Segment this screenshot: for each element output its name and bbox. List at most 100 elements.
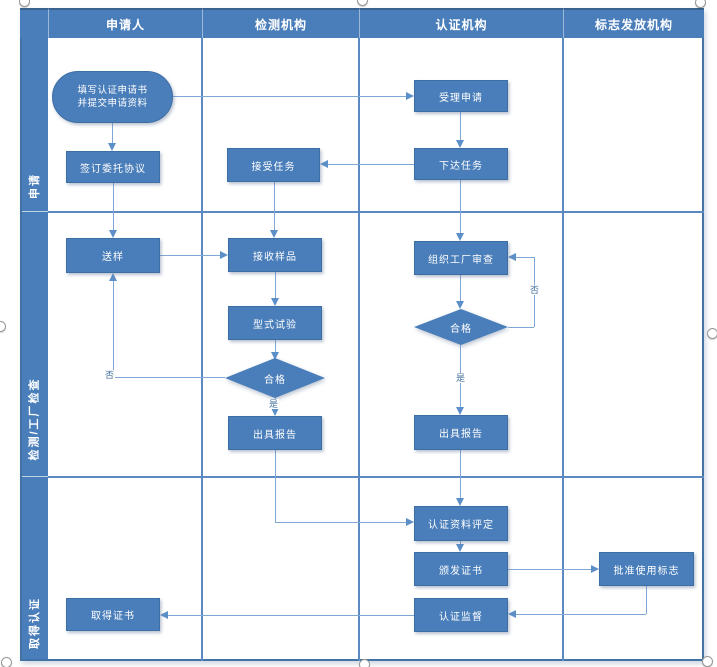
arrowhead	[456, 407, 464, 415]
node-sign-agreement-label: 签订委托协议	[80, 163, 146, 175]
node-obtain-certificate-label: 取得证书	[91, 611, 135, 622]
lane-label-bar	[22, 38, 48, 659]
node-accept-task[interactable]: 接受任务	[227, 148, 320, 182]
edge-label-yes-cert: 是	[455, 373, 467, 383]
edge-report-to-evaluate-v	[275, 450, 276, 522]
edge-fill-to-accept	[172, 96, 406, 97]
edge-accepttask-to-receive	[274, 182, 275, 230]
header-testing-agency-label: 检测机构	[254, 17, 307, 32]
selection-handle-bottom-left[interactable]	[1, 657, 12, 667]
edge-send-to-receive	[160, 255, 220, 256]
arrowhead	[108, 143, 116, 151]
edge-mark-to-supervision-v	[646, 586, 647, 614]
node-approve-mark[interactable]: 批准使用标志	[599, 552, 694, 586]
lane-divider-1-bar	[22, 211, 48, 212]
node-organize-factory-review[interactable]: 组织工厂审查	[414, 241, 508, 275]
edge-fill-to-sign	[112, 123, 113, 143]
arrowhead	[320, 160, 328, 168]
edge-assign-to-review	[460, 180, 461, 233]
lane-testing-factory-inspection-label: 检测/工厂检查	[29, 377, 41, 461]
edge-supervision-to-obtain	[168, 615, 414, 616]
edge-typetest-to-qualified	[275, 340, 276, 352]
column-divider-1	[201, 38, 203, 661]
node-certification-supervision[interactable]: 认证监督	[414, 598, 508, 632]
arrowhead	[109, 273, 117, 281]
edge-receive-to-typetest	[275, 272, 276, 298]
arrowhead	[508, 610, 516, 618]
edge-qualified-no-v	[113, 281, 114, 377]
node-obtain-certificate[interactable]: 取得证书	[66, 598, 160, 631]
header-mark-issuing-agency[interactable]: 标志发放机构	[563, 8, 704, 38]
edge-label-no-test: 否	[104, 370, 116, 380]
node-certification-supervision-label: 认证监督	[439, 611, 483, 623]
qualified-review-diamond: 合格	[414, 309, 508, 345]
lane-obtain-certification[interactable]: 取得认证	[21, 590, 47, 656]
header-applicant[interactable]: 申请人	[48, 8, 202, 38]
edge-assign-to-accepttask	[328, 164, 414, 165]
lane-divider-2	[48, 476, 704, 478]
edge-review-to-qualified	[460, 275, 461, 301]
node-accept-application-label: 受理申请	[439, 92, 483, 104]
arrowhead	[406, 92, 414, 100]
lane-testing-factory-inspection[interactable]: 检测/工厂检查	[21, 364, 47, 474]
node-evaluate-materials[interactable]: 认证资料评定	[414, 506, 508, 541]
arrowhead	[456, 233, 464, 241]
column-divider-2	[358, 38, 360, 661]
arrowhead	[591, 565, 599, 573]
lane-divider-1	[48, 211, 704, 213]
arrowhead	[456, 544, 464, 552]
edge-accept-to-assign	[460, 112, 461, 140]
header-mark-issuing-agency-label: 标志发放机构	[594, 17, 673, 32]
edge-sign-to-send	[113, 183, 114, 230]
node-fill-application-line1: 填写认证申请书	[77, 85, 148, 96]
arrowhead	[109, 230, 117, 238]
arrowhead	[508, 253, 516, 261]
node-qualified-test[interactable]: 合格	[225, 358, 325, 398]
edge-certificate-to-mark	[508, 569, 591, 570]
node-accept-task-label: 接受任务	[251, 161, 296, 173]
node-fill-application[interactable]: 填写认证申请书 并提交申请资料	[52, 71, 173, 123]
node-assign-task-label: 下达任务	[439, 160, 483, 172]
selection-handle-bottom-center[interactable]	[359, 659, 370, 667]
header-certification-agency[interactable]: 认证机构	[359, 8, 563, 38]
arrowhead	[271, 298, 279, 306]
edge-mark-to-supervision-h	[516, 614, 646, 615]
node-organize-factory-review-label: 组织工厂审查	[428, 254, 494, 266]
node-assign-task[interactable]: 下达任务	[414, 148, 508, 180]
selection-handle-middle-left[interactable]	[0, 321, 6, 332]
edge-label-no-review: 否	[529, 285, 541, 295]
node-approve-mark-label: 批准使用标志	[613, 565, 680, 577]
selection-handle-bottom-right[interactable]	[702, 656, 713, 667]
node-receive-sample-label: 接收样品	[253, 251, 297, 263]
header-testing-agency[interactable]: 检测机构	[202, 8, 359, 38]
edge-review-no-h1	[508, 327, 534, 328]
node-qualified-review[interactable]: 合格	[414, 309, 508, 345]
qualified-test-diamond: 合格	[225, 358, 325, 398]
selection-handle-top-center[interactable]	[357, 0, 368, 6]
node-send-sample-label: 送样	[102, 252, 124, 263]
selection-handle-top-right[interactable]	[695, 0, 706, 8]
lane-application-label: 申请	[29, 173, 41, 199]
edge-label-yes-test: 是	[268, 399, 280, 409]
node-receive-sample[interactable]: 接收样品	[228, 238, 322, 272]
arrowhead	[270, 230, 278, 238]
node-evaluate-materials-label: 认证资料评定	[428, 520, 494, 531]
lane-application[interactable]: 申请	[21, 163, 47, 209]
node-accept-application[interactable]: 受理申请	[414, 80, 508, 112]
arrowhead	[406, 518, 414, 526]
selection-handle-top-left[interactable]	[19, 0, 30, 7]
node-issue-report-cert[interactable]: 出具报告	[414, 415, 508, 450]
node-sign-agreement[interactable]: 签订委托协议	[66, 151, 160, 183]
arrowhead	[456, 498, 464, 506]
edge-qualified-no-h	[113, 377, 225, 378]
node-issue-report-cert-label: 出具报告	[439, 429, 483, 440]
arrowhead	[271, 408, 279, 416]
node-send-sample[interactable]: 送样	[66, 238, 160, 273]
node-issue-certificate[interactable]: 颁发证书	[414, 552, 508, 586]
node-issue-report-test[interactable]: 出具报告	[228, 416, 322, 450]
node-type-test[interactable]: 型式试验	[228, 306, 322, 340]
header-certification-agency-label: 认证机构	[435, 17, 488, 32]
selection-handle-middle-right[interactable]	[707, 328, 717, 339]
lane-divider-2-bar	[22, 476, 48, 477]
edge-evaluate-to-certificate	[460, 541, 461, 545]
